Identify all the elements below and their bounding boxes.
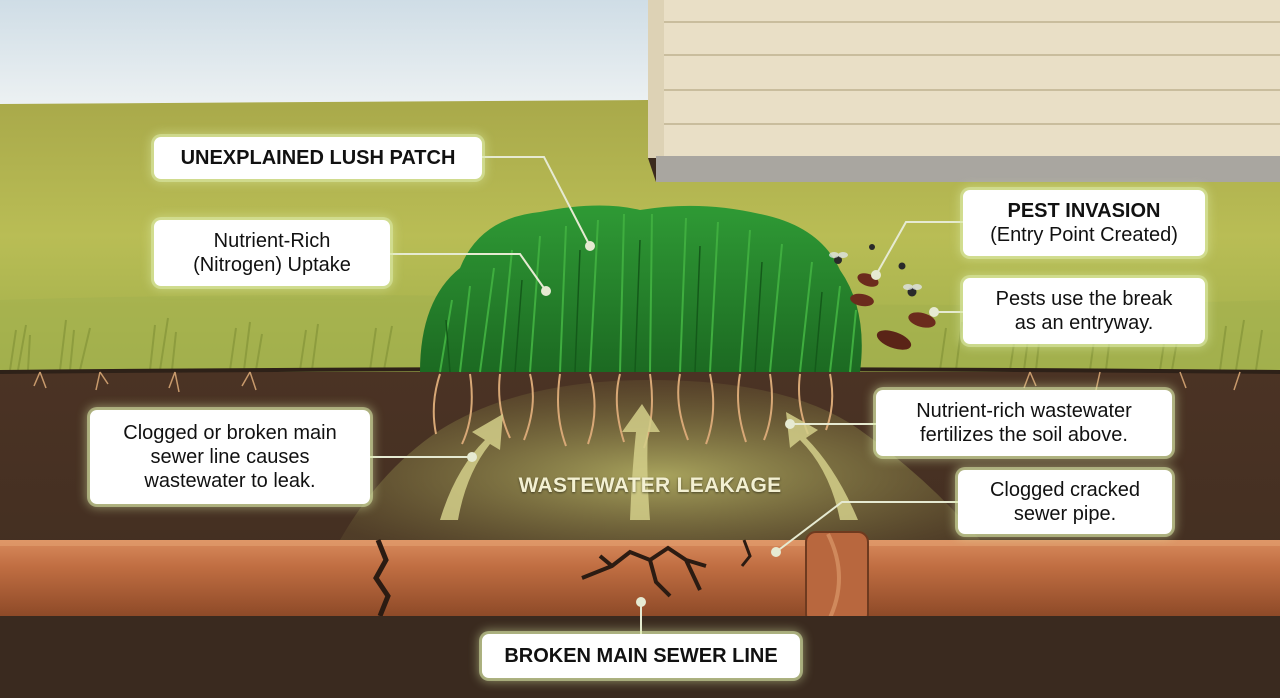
label-fertilizes-soil-text: Nutrient-rich wastewater fertilizes the … bbox=[916, 400, 1132, 446]
label-pests-entry: Pests use the break as an entryway. bbox=[963, 278, 1205, 344]
pests bbox=[829, 244, 936, 350]
label-cracked-pipe: Clogged cracked sewer pipe. bbox=[958, 470, 1172, 534]
label-cracked-pipe-text: Clogged cracked sewer pipe. bbox=[989, 479, 1141, 525]
label-pests-entry-text: Pests use the break as an entryway. bbox=[995, 288, 1173, 334]
label-fertilizes-soil: Nutrient-rich wastewater fertilizes the … bbox=[876, 390, 1172, 456]
label-broken-main-sewer-line-text: BROKEN MAIN SEWER LINE bbox=[504, 645, 778, 667]
leader-lines bbox=[370, 156, 963, 634]
upward-arrows bbox=[440, 404, 858, 520]
label-unexplained-lush-patch: UNEXPLAINED LUSH PATCH bbox=[154, 137, 482, 179]
label-clogged-main-text: Clogged or broken main sewer line causes… bbox=[123, 422, 337, 492]
house-siding bbox=[648, 0, 1280, 182]
label-broken-main-sewer-line: BROKEN MAIN SEWER LINE bbox=[482, 634, 800, 678]
label-pest-invasion-title: PEST INVASION bbox=[1007, 200, 1161, 222]
small-roots bbox=[33, 371, 1241, 393]
label-nutrient-uptake-text: Nutrient-Rich (Nitrogen) Uptake bbox=[193, 230, 351, 276]
label-pest-invasion-subtitle: (Entry Point Created) bbox=[990, 224, 1178, 246]
wastewater-leakage-label: WASTEWATER LEAKAGE bbox=[518, 474, 782, 497]
label-unexplained-lush-patch-text: UNEXPLAINED LUSH PATCH bbox=[180, 147, 456, 169]
lush-roots bbox=[432, 373, 834, 449]
label-clogged-main: Clogged or broken main sewer line causes… bbox=[90, 410, 370, 504]
label-nutrient-uptake: Nutrient-Rich (Nitrogen) Uptake bbox=[154, 220, 390, 286]
label-pest-invasion: PEST INVASION (Entry Point Created) bbox=[963, 190, 1205, 256]
lush-grass-patch bbox=[420, 205, 862, 373]
grass-tufts bbox=[9, 317, 1263, 371]
